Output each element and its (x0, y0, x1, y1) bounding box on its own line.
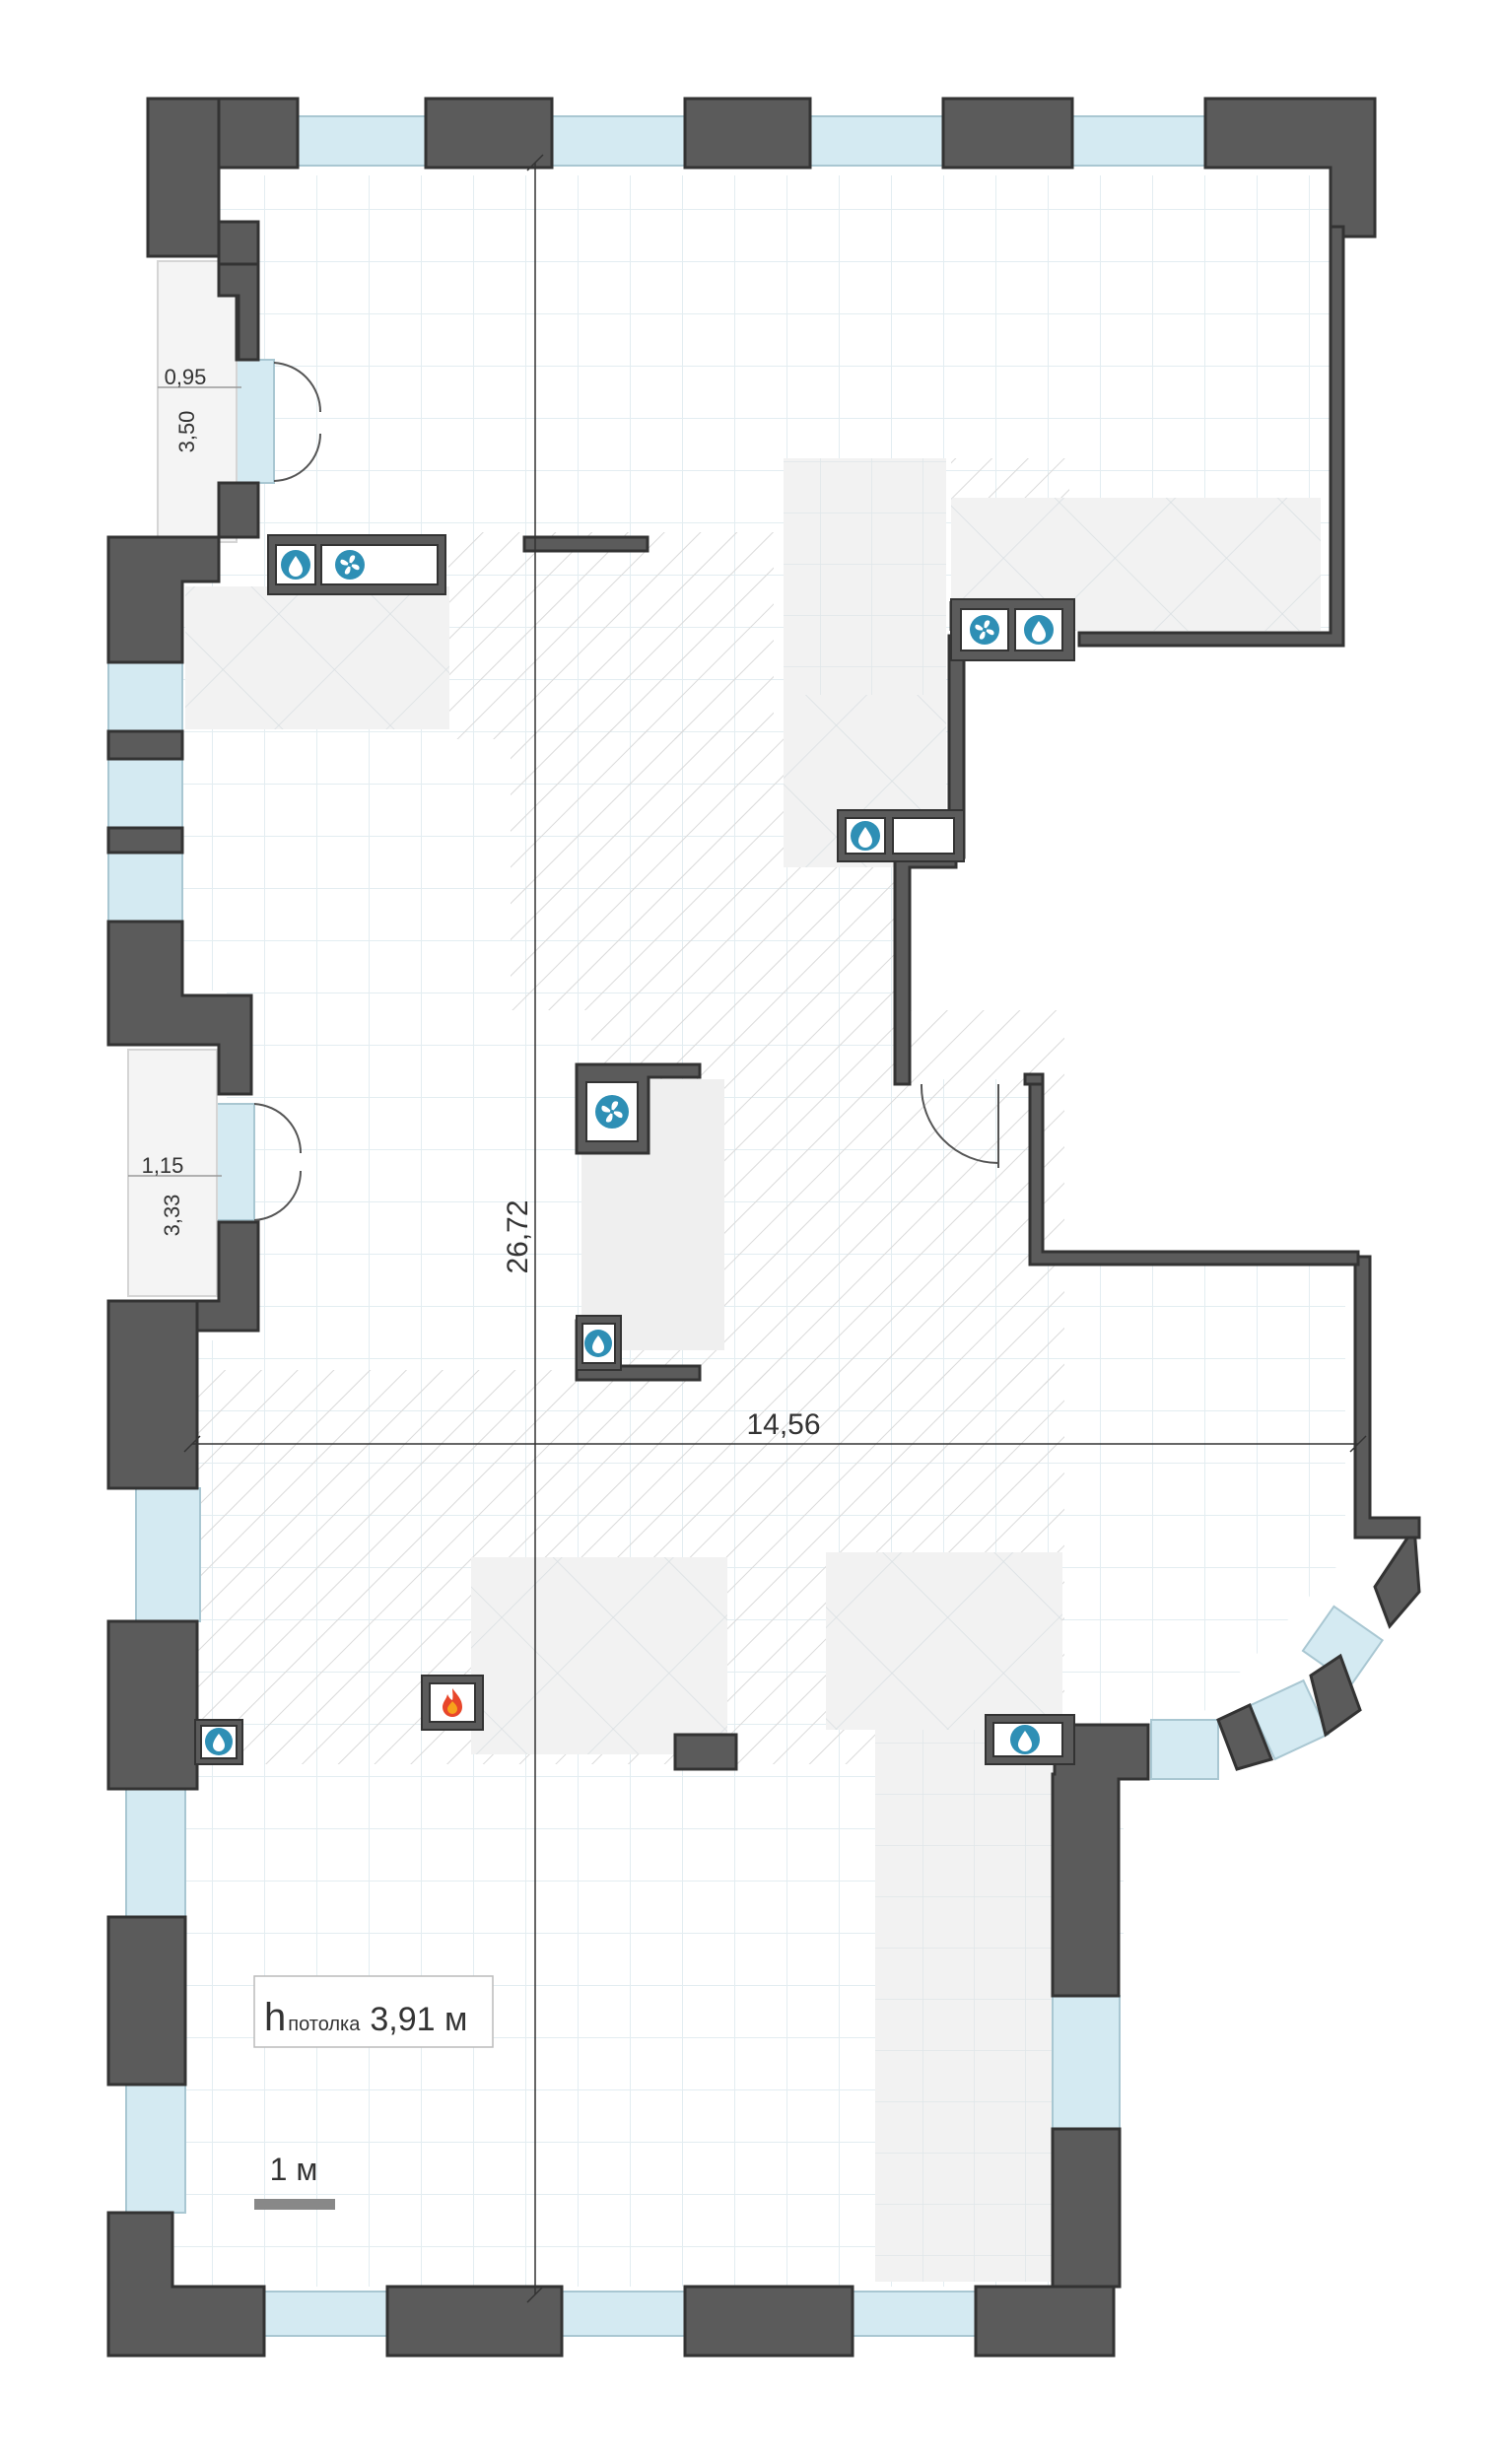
ceiling-label-frame (253, 1975, 494, 2048)
wall-left-upper-3 (217, 481, 260, 539)
door-swing-mid-2 (253, 1170, 303, 1221)
wall-left-pier-1 (106, 729, 184, 761)
dimension-labels: 26,72 14,56 0,95 3,50 1,15 3,33 (142, 365, 821, 1441)
dimension-label-door-top-depth: 3,50 (174, 411, 199, 453)
water-drop-icon (851, 821, 880, 851)
ventilation-fan-icon (595, 1095, 629, 1129)
window-top-4 (1071, 115, 1206, 167)
wall-right-lower-1 (1051, 1723, 1150, 1998)
dimension-label-width: 14,56 (746, 1408, 820, 1441)
dimension-label-door-top-width: 0,95 (165, 365, 207, 389)
window-door-mid (216, 1103, 255, 1221)
wall-left-lower-3 (106, 2211, 266, 2358)
window-left-4 (135, 1487, 201, 1622)
water-drop-icon (584, 1330, 612, 1357)
hatch-zone-upper-corridor (448, 532, 774, 739)
wall-bay-2 (1309, 1653, 1362, 1738)
dimension-tick-width-left (183, 1435, 201, 1453)
floor-zones (185, 458, 1321, 2282)
tile-zone-lower-left (471, 1557, 727, 1754)
wall-right-lower-2 (1051, 2127, 1122, 2289)
window-right-1 (1052, 1995, 1121, 2130)
water-drop-icon (1010, 1725, 1040, 1754)
wall-top-seg-2 (683, 97, 812, 170)
water-icons (205, 550, 1054, 1755)
wall-bottom-right-corner (974, 2285, 1116, 2358)
wall-bay-1 (1216, 1702, 1274, 1771)
dimension-label-door-mid-width: 1,15 (142, 1153, 184, 1178)
window-bay-2 (1248, 1678, 1331, 1761)
wall-right-bay-top (1353, 1255, 1421, 1540)
dimension-lines (128, 154, 1367, 2303)
window-top-3 (809, 115, 944, 167)
balcony-mid (127, 1049, 218, 1297)
tile-zone-upper-left (185, 586, 449, 729)
water-drop-icon (1024, 615, 1054, 645)
door-swing-top-2 (273, 433, 321, 482)
wall-bottom-seg-1 (385, 2285, 564, 2358)
wall-left-lower-1 (106, 1619, 199, 1791)
dimension-tick-width-right (1349, 1435, 1367, 1453)
window-left-1 (107, 661, 183, 732)
dimension-tick-height-top (526, 154, 544, 171)
tile-zone-lower-right (826, 1552, 1062, 1730)
ceiling-symbol: h (264, 1996, 286, 2039)
dimension-label-door-mid-depth: 3,33 (160, 1195, 184, 1237)
door-swing-mid-1 (253, 1103, 303, 1154)
walls (106, 97, 1421, 2358)
wall-left-upper-1 (146, 97, 221, 258)
wall-left-upper-2 (217, 262, 260, 362)
wall-partition-fireplace (673, 1733, 738, 1771)
ventilation-fan-icon (335, 550, 365, 580)
scale-bar-line (254, 2199, 335, 2210)
wall-right-upper (1077, 225, 1345, 648)
dimension-label-height: 26,72 (502, 1199, 534, 1273)
tile-zone-upper-right-grid (784, 458, 946, 695)
water-drop-icon (205, 1728, 233, 1755)
hatch-zone-upper-right (951, 458, 1069, 498)
riser-inner-wc-2 (892, 817, 955, 855)
ceiling-word: потолка (288, 2014, 361, 2035)
wall-right-mid (1028, 1077, 1360, 1266)
fireplace-flame-icon (443, 1688, 462, 1717)
ceiling-value: 3,91 м (370, 2001, 467, 2038)
window-left-2 (107, 758, 183, 829)
wall-top-seg-1 (424, 97, 554, 170)
window-bottom-3 (852, 2291, 977, 2337)
wall-bottom-seg-2 (683, 2285, 854, 2358)
water-drop-icon (281, 550, 310, 580)
wall-partition-top (522, 535, 649, 553)
scale-bar: 1 м (254, 2152, 335, 2210)
doors (253, 362, 999, 1221)
ventilation-fan-icon (970, 615, 999, 645)
window-door-top (236, 359, 275, 484)
wall-left-mid-3 (106, 1299, 199, 1490)
window-bottom-1 (263, 2291, 388, 2337)
window-left-6 (125, 2084, 186, 2214)
window-bay-1 (1150, 1719, 1219, 1780)
wall-left-lower-2 (106, 1915, 187, 2087)
wall-bay-3 (1373, 1523, 1421, 1629)
wall-left-mid-1 (106, 920, 253, 1096)
wall-top-seg-3 (941, 97, 1074, 170)
window-top-1 (297, 115, 427, 167)
vent-icons (335, 550, 999, 1129)
wall-left-pier-2 (106, 826, 184, 855)
wall-wc-door-jamb (1023, 1072, 1045, 1086)
window-top-2 (551, 115, 686, 167)
dimension-tick-height-bottom (526, 2286, 544, 2303)
window-left-3 (107, 852, 183, 923)
door-swing-top-1 (273, 362, 322, 413)
scale-label: 1 м (270, 2152, 318, 2187)
tile-zone-lower-strip (875, 1730, 1053, 2282)
door-swing-wc (920, 1083, 999, 1164)
wall-left-upper-4 (106, 535, 221, 664)
window-bottom-2 (561, 2291, 686, 2337)
window-left-5 (125, 1788, 186, 1918)
